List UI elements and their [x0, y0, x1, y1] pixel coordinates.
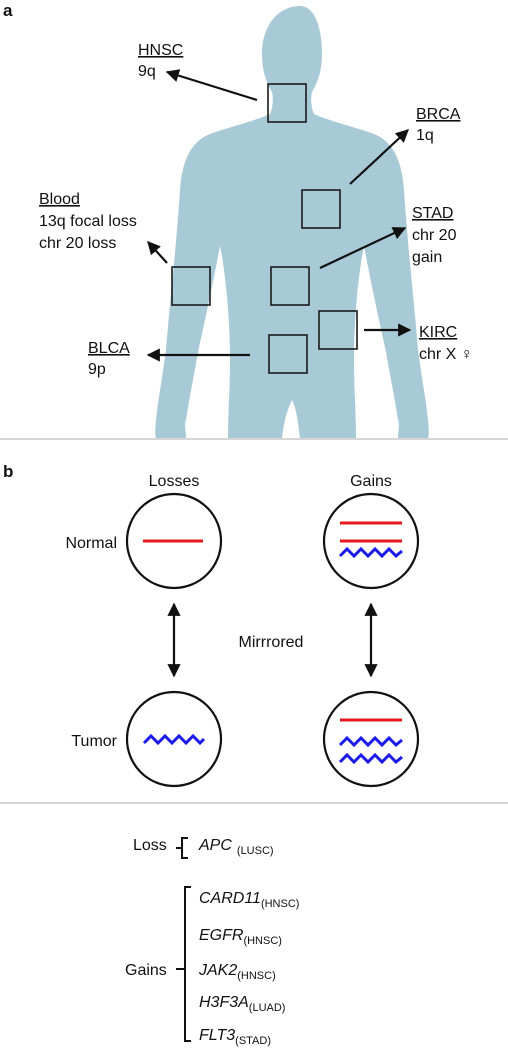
losses-column-label: Losses: [149, 473, 200, 490]
gains-column-label: Gains: [350, 473, 392, 490]
gene-name: APC(LUSC): [198, 837, 274, 857]
annotation-title: Blood: [39, 191, 80, 208]
stad-arrow: [319, 227, 407, 269]
kirc-annotation: KIRC chr X ♀: [419, 324, 473, 363]
annotation-detail: 1q: [416, 127, 434, 144]
gene-name: EGFR(HNSC): [199, 927, 282, 947]
altered-copy-zigzag: [338, 546, 403, 559]
brca-region-box: [301, 189, 341, 229]
gene-name: H3F3A(LUAD): [199, 994, 285, 1014]
altered-copy-zigzag: [338, 752, 403, 765]
cancer-type-subscript: (HNSC): [237, 970, 276, 982]
normal-row-label: Normal: [65, 535, 117, 552]
human-silhouette: [155, 6, 429, 438]
cancer-type-subscript: (STAD): [235, 1035, 271, 1047]
hnsc-annotation: HNSC 9q: [138, 42, 183, 80]
annotation-detail: 9q: [138, 63, 156, 80]
hnsc-region-box: [267, 83, 307, 123]
stad-annotation: STAD chr 20 gain: [412, 205, 457, 266]
annotation-title: STAD: [412, 205, 453, 222]
cancer-type-subscript: (LUSC): [237, 845, 274, 857]
blood-region-box: [171, 266, 211, 306]
annotation-title: HNSC: [138, 42, 183, 59]
mirrored-label: Mirrrored: [239, 634, 304, 651]
annotation-detail: gain: [412, 249, 442, 266]
annotation-title: KIRC: [419, 324, 457, 341]
loss-group-label: Loss: [133, 837, 167, 854]
annotation-detail: 9p: [88, 361, 106, 378]
gains-gene-list: CARD11(HNSC) EGFR(HNSC) JAK2(HNSC) H3F3A(LU…: [198, 890, 299, 1047]
cancer-type-subscript: (HNSC): [243, 935, 282, 947]
panel-a-label: a: [3, 1, 13, 20]
altered-copy-zigzag: [338, 735, 403, 748]
tumor-row-label: Tumor: [71, 733, 117, 750]
loss-gene-list: APC(LUSC): [198, 837, 274, 857]
annotation-title: BRCA: [416, 106, 461, 123]
stad-region-box: [270, 266, 310, 306]
gains-group-label: Gains: [125, 962, 167, 979]
annotation-detail: chr 20 loss: [39, 235, 116, 252]
gene-name: FLT3(STAD): [199, 1027, 271, 1047]
loss-bracket: [176, 837, 188, 859]
brca-annotation: BRCA 1q: [416, 106, 461, 144]
gene-name: CARD11(HNSC): [199, 890, 299, 910]
hnsc-arrow: [165, 69, 258, 102]
panel-b-label: b: [3, 462, 13, 481]
annotation-title: BLCA: [88, 340, 130, 357]
gene-name: JAK2(HNSC): [198, 962, 276, 982]
kirc-region-box: [318, 310, 358, 350]
annotation-detail: 13q focal loss: [39, 213, 137, 230]
blca-annotation: BLCA 9p: [88, 340, 130, 378]
blood-arrow: [147, 241, 168, 264]
gains-bracket: [176, 886, 191, 1042]
tumor-gains-circle: [322, 690, 420, 788]
annotation-detail: chr X ♀: [419, 346, 473, 363]
brca-arrow: [349, 129, 409, 185]
cancer-type-subscript: (HNSC): [261, 898, 300, 910]
cancer-type-subscript: (LUAD): [249, 1002, 286, 1014]
altered-copy-zigzag: [142, 733, 206, 746]
blood-annotation: Blood 13q focal loss chr 20 loss: [39, 191, 137, 252]
annotation-detail: chr 20: [412, 227, 457, 244]
blca-region-box: [268, 334, 308, 374]
